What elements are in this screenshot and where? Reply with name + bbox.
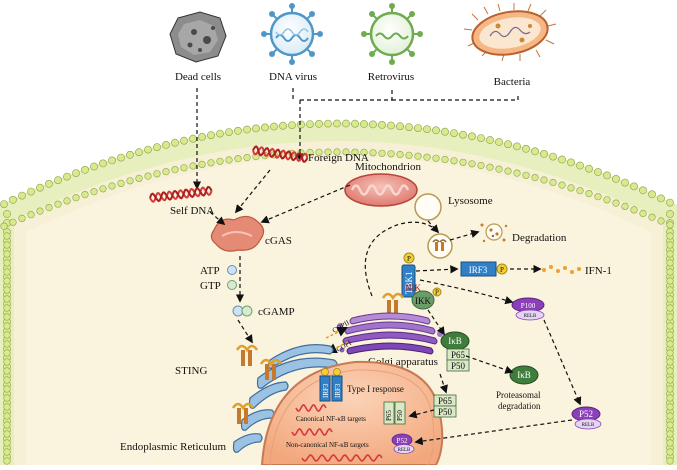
ikb-icon	[509, 365, 539, 385]
noncanonical-targets-label: Non-canonical NF-κB targets	[286, 441, 369, 449]
p52-relb-icon	[571, 406, 602, 430]
dead-cells-label: Dead cells	[175, 71, 221, 83]
ifn1-label: IFN-1	[585, 265, 612, 277]
complex-p65-label: P65	[451, 350, 466, 360]
nucleus-p52-label: P52	[397, 437, 408, 445]
gtp-label: GTP	[200, 280, 221, 292]
sting-icon	[231, 344, 283, 424]
cgas-icon	[210, 215, 265, 252]
retrovirus-icon	[361, 3, 423, 65]
nucleus-p65-p50-icon	[383, 401, 406, 425]
ikb-label: IκB	[517, 370, 531, 380]
autolysosome-icon	[427, 233, 453, 259]
canonical-targets-label: Canonical NF-κB targets	[296, 415, 366, 423]
dna-virus-icon	[261, 3, 323, 65]
irf3-phospho-label: P	[500, 266, 504, 274]
ikk-icon	[411, 290, 435, 310]
self-dna-label: Self DNA	[170, 205, 214, 217]
irf3-icon	[460, 261, 497, 277]
nucleus-p65-label: P65	[385, 410, 393, 421]
foreign-dna-icon	[252, 145, 309, 163]
complex-p50-label: P50	[451, 361, 466, 371]
tbk1-phospho-label: P	[407, 255, 411, 263]
er-label: Endoplasmic Reticulum	[120, 441, 226, 453]
lysosome-icon	[414, 193, 442, 221]
sting-label: STING	[175, 365, 207, 377]
free-p50-icon	[433, 405, 457, 418]
nucleus-p52-relb-icon	[391, 433, 415, 454]
irf3-dimer-label-a: IRF3	[322, 383, 330, 398]
p100-relb-icon: P100 RELB	[511, 297, 545, 321]
proteasomal-label: Proteasomal	[496, 390, 541, 400]
cgas-label: cGAS	[265, 235, 292, 247]
retrovirus-label: Retrovirus	[368, 71, 414, 83]
foreign-dna-label: Foreign DNA	[308, 152, 369, 164]
nucleus-relb-label: RELB	[398, 448, 411, 453]
mitochondrion-label: Mitochondrion	[355, 161, 421, 173]
bacteria-label: Bacteria	[494, 76, 531, 88]
ikb-p65-p50-complex-icon	[440, 331, 470, 372]
cgamp-label: cGAMP	[258, 306, 295, 318]
nucleus-p50-label: P50	[396, 410, 404, 421]
ikb-complex-label: IκB	[448, 336, 462, 346]
irf3-phospho-icon	[496, 263, 508, 275]
degradation-icon	[480, 223, 508, 243]
free-p50-label: P50	[438, 407, 453, 417]
p100-label: P100	[521, 302, 536, 310]
copii-arrow	[325, 327, 348, 339]
p52-relb-label: RELB	[582, 423, 595, 428]
tbk1-phospho-icon	[403, 252, 415, 264]
sting-golgi-icon	[381, 292, 405, 318]
degradation2-label: degradation	[498, 401, 541, 411]
atp-label: ATP	[200, 265, 220, 277]
source-connectors	[192, 88, 519, 190]
dna-virus-label: DNA virus	[269, 71, 317, 83]
free-p65-label: P65	[438, 396, 453, 406]
irf3-dimer-label-b: IRF3	[334, 383, 342, 398]
pathway-arrows	[209, 169, 582, 446]
cgamp-icon	[232, 305, 253, 317]
ikk-phospho-label: P	[435, 289, 439, 297]
self-dna-icon	[149, 185, 213, 203]
gtp-icon	[227, 280, 237, 290]
p100-relb-label: RELB	[524, 314, 537, 319]
p52-label: P52	[579, 409, 593, 419]
mitochondrion-icon	[344, 173, 418, 207]
irf3-dimer-icon	[319, 368, 343, 402]
dead-cells-icon	[169, 11, 227, 63]
ikk-label: IKK	[415, 296, 431, 306]
copi-arrow	[326, 341, 349, 353]
nuclear-dna-icon	[291, 404, 383, 462]
lysosome-label: Lysosome	[448, 195, 493, 207]
tbk1-icon	[401, 264, 416, 298]
atp-icon	[227, 265, 237, 275]
ikk-phospho-icon	[432, 287, 442, 297]
bacteria-icon	[463, 3, 557, 62]
nik-label: NIK	[405, 283, 421, 293]
degradation-label: Degradation	[512, 232, 567, 244]
irf3-label: IRF3	[469, 265, 488, 275]
tbk1-label: TBK1	[404, 272, 414, 295]
type1-response-label: Type I response	[347, 384, 404, 394]
ifn1-icon	[542, 265, 581, 274]
